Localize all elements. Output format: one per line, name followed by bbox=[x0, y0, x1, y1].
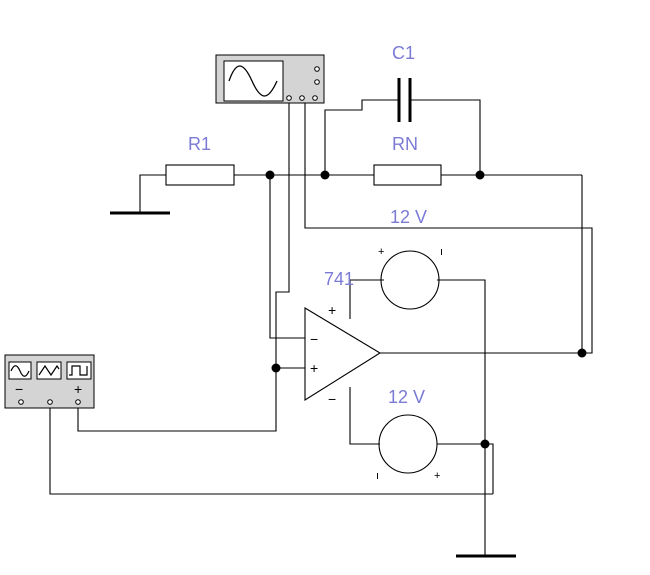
opamp-inverting-sign: − bbox=[310, 331, 318, 347]
triangle-wave-button[interactable] bbox=[36, 361, 62, 380]
label-r1: R1 bbox=[188, 134, 211, 154]
label-c1: C1 bbox=[392, 43, 415, 63]
wire-supply-top-minus bbox=[437, 279, 486, 556]
label-supply-bottom: 12 V bbox=[388, 387, 425, 407]
fg-terminal-minus[interactable] bbox=[18, 399, 24, 405]
wire-supply-bottom-plus bbox=[437, 443, 494, 494]
node-cap-right bbox=[475, 170, 485, 180]
fg-terminal-common[interactable] bbox=[47, 399, 53, 405]
wire-scope-b bbox=[304, 101, 593, 354]
function-generator[interactable]: − + bbox=[4, 354, 95, 409]
wire-fg-plus bbox=[77, 368, 277, 432]
wire-cap-right bbox=[411, 99, 481, 175]
label-supply-top: 12 V bbox=[390, 207, 427, 227]
dc-supply-top[interactable] bbox=[380, 250, 440, 310]
node-output bbox=[577, 348, 587, 358]
resistor-r1[interactable] bbox=[165, 164, 235, 186]
oscilloscope[interactable] bbox=[215, 54, 325, 104]
scope-terminal-1[interactable] bbox=[286, 95, 292, 101]
scope-knob-2[interactable] bbox=[314, 79, 320, 85]
label-rn: RN bbox=[392, 134, 418, 154]
wire-supply-bottom-minus bbox=[349, 387, 380, 445]
triangle-wave-icon bbox=[38, 364, 60, 377]
node-noninverting bbox=[271, 363, 281, 373]
supply-top-plus: + bbox=[378, 246, 384, 258]
square-wave-icon bbox=[69, 365, 88, 376]
sine-wave-icon bbox=[228, 65, 278, 97]
scope-knob-1[interactable] bbox=[314, 66, 320, 72]
sine-wave-icon bbox=[10, 365, 30, 377]
wire-supply-top-plus bbox=[349, 279, 384, 319]
wire-ground-r1 bbox=[139, 174, 166, 212]
wire-scope-a bbox=[275, 101, 290, 368]
oscilloscope-screen bbox=[223, 60, 284, 102]
dc-supply-bottom[interactable] bbox=[378, 414, 438, 474]
opamp-supply-minus: − bbox=[328, 391, 336, 407]
node-ground-supply bbox=[480, 439, 490, 449]
supply-bottom-minus: ı bbox=[376, 470, 379, 482]
fg-plus-label: + bbox=[74, 381, 82, 397]
node-r1-right bbox=[265, 170, 275, 180]
label-opamp: 741 bbox=[324, 269, 354, 289]
wire-cap-left bbox=[324, 99, 398, 175]
supply-bottom-plus: + bbox=[434, 470, 440, 482]
node-cap-left bbox=[320, 170, 330, 180]
opamp-noninverting-sign: + bbox=[310, 360, 318, 376]
scope-terminal-2[interactable] bbox=[299, 95, 305, 101]
scope-terminal-3[interactable] bbox=[312, 95, 318, 101]
junction-nodes bbox=[265, 170, 587, 449]
wire-fg-common bbox=[49, 404, 493, 495]
opamp-741[interactable] bbox=[304, 307, 382, 401]
fg-terminal-plus[interactable] bbox=[75, 399, 81, 405]
wire-inverting-input bbox=[269, 175, 305, 339]
wires bbox=[49, 99, 593, 556]
opamp-supply-plus: + bbox=[328, 302, 336, 318]
supply-top-minus: ı bbox=[440, 246, 443, 258]
resistor-rn[interactable] bbox=[373, 164, 442, 186]
fg-minus-label: − bbox=[15, 381, 23, 397]
